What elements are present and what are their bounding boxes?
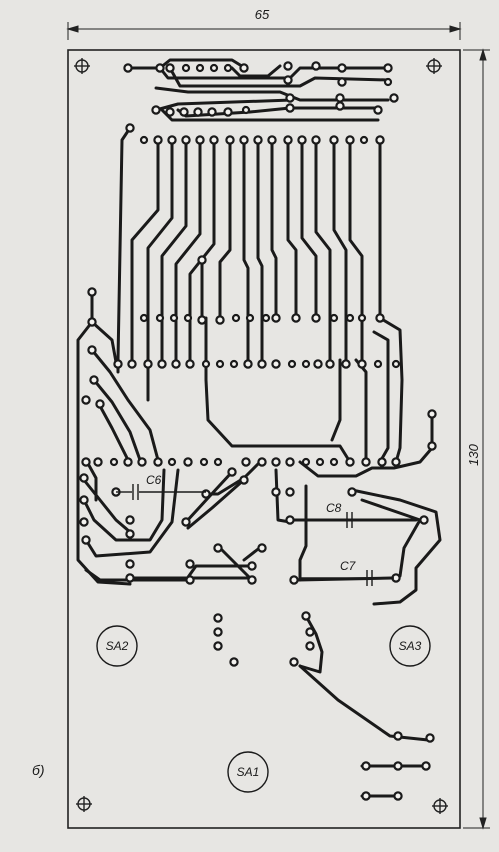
capacitor-c7-label: C7: [340, 559, 357, 573]
mounting-hole-bottom-right: [432, 798, 448, 814]
capacitor-c6: [116, 484, 206, 500]
board-outline: [67, 49, 461, 829]
mounting-hole-top-right: [426, 58, 442, 74]
switch-sa2: [96, 625, 138, 667]
switch-sa1: [227, 751, 269, 793]
height-dimension-label: 130: [466, 443, 481, 465]
capacitor-c6-label: C6: [146, 473, 162, 487]
width-dimension-label: 65: [255, 7, 270, 22]
mounting-hole-top-left: [74, 58, 90, 74]
figure-label: б): [32, 762, 45, 778]
mounting-hole-bottom-left: [76, 796, 92, 812]
traces: [76, 58, 442, 798]
capacitor-c8-label: C8: [326, 501, 342, 515]
switch-sa3-label: SA3: [399, 639, 422, 653]
switch-sa1-label: SA1: [237, 765, 260, 779]
capacitor-c8: [300, 512, 420, 528]
height-dimension: [463, 48, 490, 830]
pads: [79, 61, 437, 801]
mounting-holes: [74, 58, 448, 814]
switch-sa3: [389, 625, 431, 667]
capacitor-c7: [300, 570, 394, 586]
width-dimension: [66, 22, 462, 40]
switch-sa2-label: SA2: [106, 639, 129, 653]
